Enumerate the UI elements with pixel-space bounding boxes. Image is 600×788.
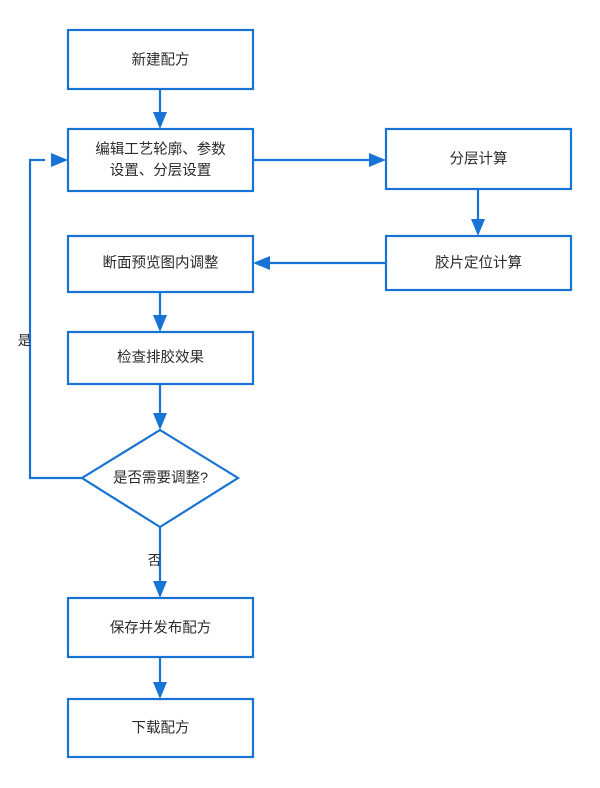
arrow-head-icon (153, 413, 167, 430)
arrow-head-icon (51, 153, 68, 167)
node-label-line2: 设置、分层设置 (110, 162, 212, 179)
arrow-head-icon (153, 581, 167, 598)
arrow-head-icon (153, 315, 167, 332)
arrow-head-icon (471, 219, 485, 236)
node-shape-rectangle[interactable] (384, 234, 573, 292)
arrow-head-icon (153, 112, 167, 129)
edge-check-to-decision (153, 384, 167, 430)
edge-film-calc-to-section-preview (253, 256, 386, 270)
node-shape-rectangle[interactable] (66, 697, 255, 759)
edge-label-yes: 是 (15, 333, 31, 348)
node-label: 检查排胶效果 (117, 349, 204, 366)
arrow-head-icon (153, 682, 167, 699)
node-shape-rectangle[interactable] (66, 127, 255, 193)
arrow-head-icon (253, 256, 270, 270)
node-film-positioning-calculation[interactable]: 胶片定位计算 (384, 234, 573, 292)
node-shape-rectangle[interactable] (384, 127, 573, 191)
node-section-preview-adjust[interactable]: 断面预览图内调整 (66, 234, 255, 294)
node-label: 断面预览图内调整 (103, 254, 219, 271)
edge-decision-no-to-save: 否 (145, 527, 167, 598)
edge-decision-yes-to-edit: 是 (15, 153, 82, 480)
edge-layer-calc-to-film-calc (471, 189, 485, 236)
node-shape-rectangle[interactable] (66, 330, 255, 386)
edge-new-recipe-to-edit (153, 89, 167, 129)
node-check-degumming-effect[interactable]: 检查排胶效果 (66, 330, 255, 386)
node-layer-calculation[interactable]: 分层计算 (384, 127, 573, 191)
node-label: 下载配方 (132, 719, 190, 736)
node-save-publish-recipe[interactable]: 保存并发布配方 (66, 596, 255, 659)
node-download-recipe[interactable]: 下载配方 (66, 697, 255, 759)
node-label-line1: 编辑工艺轮廓、参数 (95, 141, 226, 158)
node-shape-rectangle[interactable] (66, 28, 255, 91)
arrow-head-icon (369, 153, 386, 167)
node-shape-rectangle[interactable] (66, 234, 255, 294)
edge-edit-to-layer-calc (253, 153, 386, 167)
node-new-recipe[interactable]: 新建配方 (66, 28, 255, 91)
edge-section-preview-to-check (153, 292, 167, 332)
node-shape-rectangle[interactable] (66, 596, 255, 659)
node-label: 是否需要调整? (113, 469, 208, 486)
node-label: 分层计算 (450, 150, 508, 167)
node-label: 胶片定位计算 (435, 254, 522, 271)
node-shape-diamond[interactable] (79, 428, 241, 529)
node-need-adjustment-decision[interactable]: 是否需要调整? (79, 428, 241, 529)
node-edit-process[interactable]: 编辑工艺轮廓、参数 设置、分层设置 (66, 127, 255, 193)
edge-label-no: 否 (145, 553, 161, 567)
edge-line (28, 158, 82, 480)
edge-save-to-download (153, 657, 167, 699)
node-label: 保存并发布配方 (110, 619, 212, 636)
node-label: 新建配方 (132, 51, 190, 68)
